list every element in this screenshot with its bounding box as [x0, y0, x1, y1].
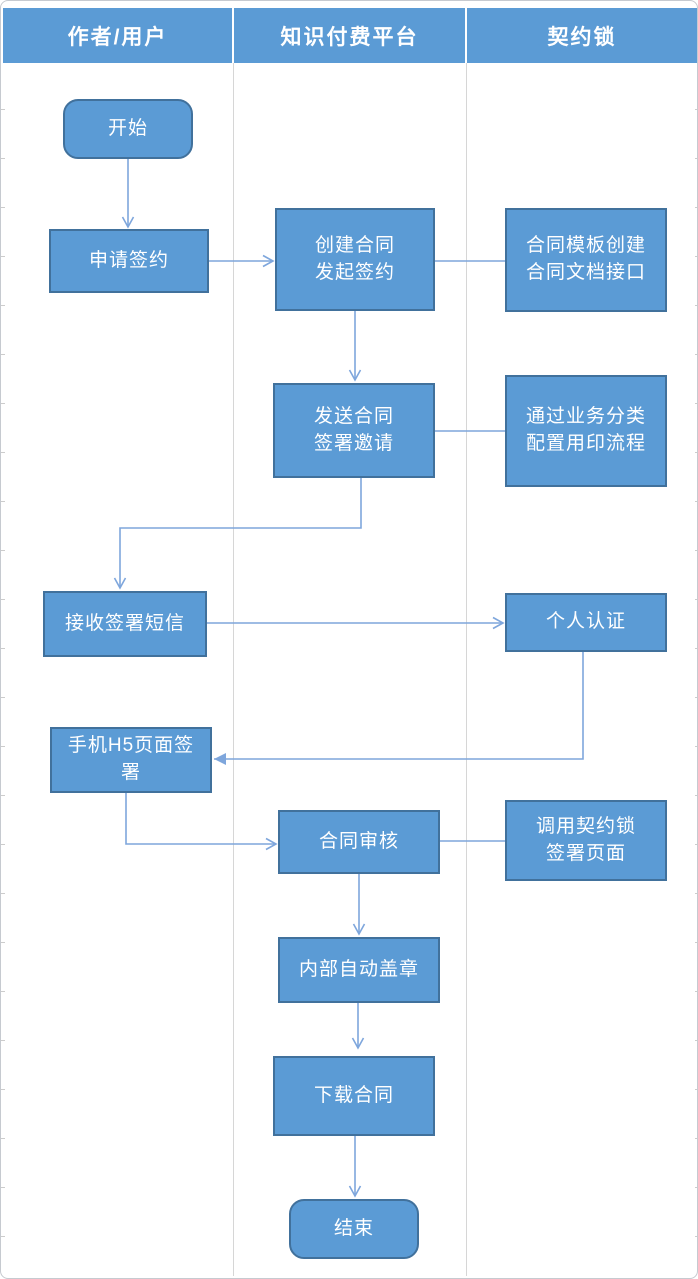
edge-tick	[1, 403, 5, 404]
edge-h5-sign-to-contract-review	[125, 793, 276, 845]
node-send-invite: 发送合同 签署邀请	[273, 383, 435, 478]
edge-tick	[695, 501, 697, 502]
edge-tick	[1, 109, 5, 110]
lane-header-knowledge-pay-platform: 知识付费平台	[234, 8, 465, 63]
lane-header-knowledge-pay-platform-label: 知识付费平台	[280, 25, 419, 49]
edge-tick	[695, 1236, 697, 1237]
edge-tick	[695, 403, 697, 404]
lane-divider-2	[466, 63, 467, 1276]
edge-tick	[1, 746, 5, 747]
lane-header-author-user: 作者/用户	[3, 8, 232, 63]
edge-send-invite-to-receive-sms	[119, 478, 362, 588]
edge-tick	[1, 1089, 5, 1090]
arrowhead-open-apply-sign	[121, 216, 135, 229]
edge-tick	[695, 942, 697, 943]
edge-tick	[1, 1187, 5, 1188]
edge-tick	[1, 1138, 5, 1139]
arrowhead-filled-h5-sign	[214, 753, 226, 765]
edge-tick	[1, 942, 5, 943]
edge-tick	[1, 550, 5, 551]
edge-tick	[695, 1138, 697, 1139]
edge-tick	[1, 893, 5, 894]
edge-tick	[1, 1236, 5, 1237]
edge-tick	[1, 599, 5, 600]
edge-tick	[1, 795, 5, 796]
edge-tick	[695, 1089, 697, 1090]
edge-tick	[1, 305, 5, 306]
edge-tick	[695, 599, 697, 600]
node-download-contract: 下载合同	[273, 1056, 435, 1136]
edge-tick	[1, 354, 5, 355]
node-contract-template: 合同模板创建 合同文档接口	[505, 208, 667, 312]
node-business-classify: 通过业务分类 配置用印流程	[505, 375, 667, 487]
lane-header-qiyuesuo-label: 契约锁	[547, 25, 617, 49]
edge-tick	[695, 452, 697, 453]
edge-tick	[695, 158, 697, 159]
node-receive-sms: 接收签署短信	[43, 591, 207, 657]
node-create-contract: 创建合同 发起签约	[275, 208, 435, 311]
arrowhead-open-send-invite	[348, 369, 362, 382]
arrowhead-open-auto-stamp	[352, 923, 366, 936]
edge-tick	[695, 1187, 697, 1188]
edge-tick	[695, 697, 697, 698]
edge-tick	[695, 893, 697, 894]
edge-tick	[695, 648, 697, 649]
edge-tick	[1, 648, 5, 649]
edge-tick	[1, 697, 5, 698]
edge-tick	[695, 354, 697, 355]
edge-tick	[1, 991, 5, 992]
edge-tick	[1, 158, 5, 159]
arrowhead-open-contract-review	[265, 837, 278, 851]
node-h5-sign: 手机H5页面签 署	[50, 727, 212, 793]
lane-header-author-user-label: 作者/用户	[67, 25, 168, 49]
arrowhead-open-create-contract	[262, 254, 275, 268]
edge-tick	[695, 109, 697, 110]
edge-tick	[695, 1040, 697, 1041]
arrowhead-open-download-contract	[351, 1037, 365, 1050]
edge-tick	[695, 991, 697, 992]
edge-tick	[1, 207, 5, 208]
edge-tick	[695, 550, 697, 551]
node-start: 开始	[63, 99, 193, 159]
node-apply-sign: 申请签约	[49, 229, 209, 293]
edge-tick	[695, 256, 697, 257]
node-end: 结束	[289, 1199, 419, 1259]
edge-tick	[1, 501, 5, 502]
edge-tick	[695, 746, 697, 747]
edge-tick	[1, 1040, 5, 1041]
edge-tick	[1, 256, 5, 257]
lane-header-qiyuesuo: 契约锁	[467, 8, 697, 63]
node-personal-auth: 个人认证	[505, 593, 667, 652]
edge-tick	[695, 207, 697, 208]
lane-divider-1	[233, 63, 234, 1276]
arrowhead-open-receive-sms	[113, 577, 127, 590]
node-call-sign-page: 调用契约锁 签署页面	[505, 800, 667, 881]
node-auto-stamp: 内部自动盖章	[278, 937, 440, 1003]
edge-tick	[1, 452, 5, 453]
edge-tick	[1, 844, 5, 845]
arrowhead-open-personal-auth	[492, 616, 505, 630]
edge-personal-auth-to-h5-sign	[214, 652, 584, 760]
edge-tick	[695, 795, 697, 796]
edge-tick	[695, 844, 697, 845]
node-contract-review: 合同审核	[278, 810, 440, 874]
arrowhead-open-end	[348, 1185, 362, 1198]
edge-tick	[695, 305, 697, 306]
